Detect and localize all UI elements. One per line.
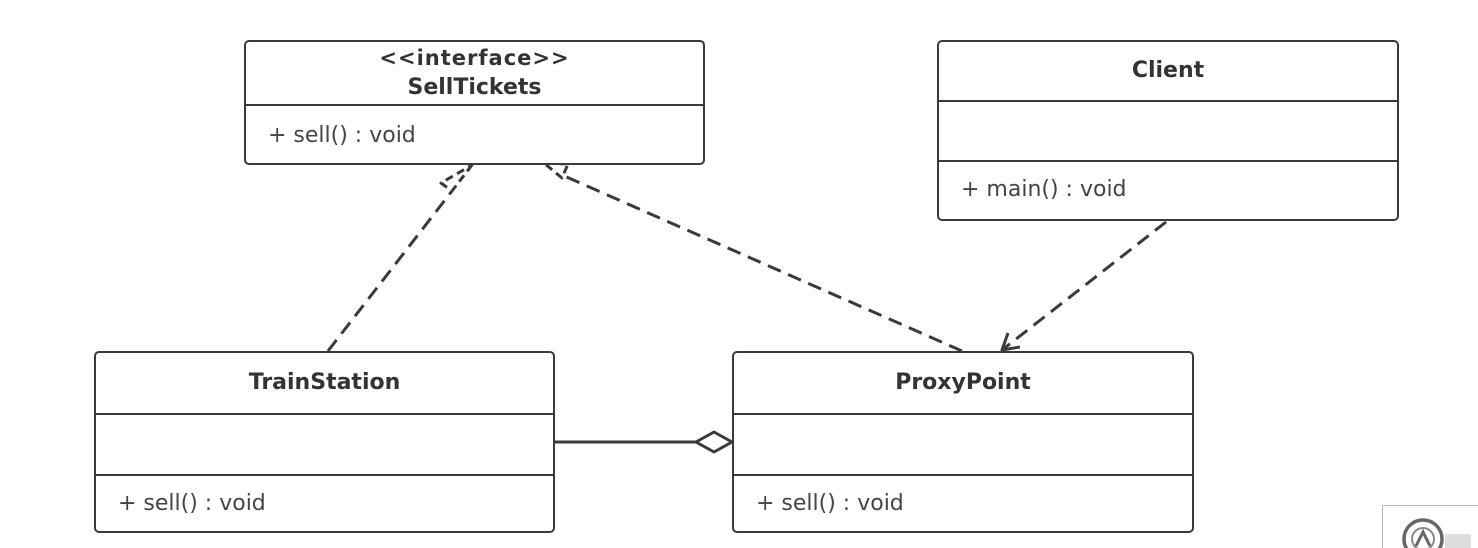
class-selltickets-name-compartment: <<interface>> SellTickets: [246, 42, 703, 106]
class-selltickets[interactable]: <<interface>> SellTickets + sell() : voi…: [244, 40, 705, 165]
class-selltickets-methods-compartment: + sell() : void: [246, 106, 703, 163]
class-name-trainstation: TrainStation: [248, 370, 401, 395]
realization-line-trainstation: [326, 190, 454, 352]
method-sell: + sell() : void: [756, 491, 904, 516]
class-trainstation-name-compartment: TrainStation: [96, 353, 553, 415]
class-client[interactable]: Client + main() : void: [937, 40, 1399, 221]
class-name-client: Client: [1131, 58, 1205, 83]
method-sell: + sell() : void: [118, 491, 266, 516]
class-name-selltickets: SellTickets: [407, 75, 542, 100]
class-client-methods-compartment: + main() : void: [939, 162, 1397, 218]
watermark: [1382, 505, 1478, 548]
dependency-arrowhead-client: [1000, 332, 1021, 352]
method-sell: + sell() : void: [268, 123, 416, 148]
class-name-proxypoint: ProxyPoint: [895, 370, 1031, 395]
realization-line-proxypoint: [561, 173, 963, 353]
logo-watermark-icon: [1402, 518, 1471, 548]
dependency-line-client: [1001, 220, 1167, 352]
class-client-name-compartment: Client: [939, 42, 1397, 102]
class-client-attributes-compartment: [939, 102, 1397, 162]
method-main: + main() : void: [961, 177, 1127, 202]
realization-arrowhead-proxypoint: [542, 161, 570, 180]
class-proxypoint-name-compartment: ProxyPoint: [734, 353, 1192, 415]
class-trainstation-methods-compartment: + sell() : void: [96, 476, 553, 530]
interface-stereotype: <<interface>>: [379, 46, 570, 70]
class-trainstation-attributes-compartment: [96, 415, 553, 476]
class-proxypoint-methods-compartment: + sell() : void: [734, 476, 1192, 530]
class-proxypoint-attributes-compartment: [734, 415, 1192, 476]
aggregation-diamond: [694, 430, 734, 454]
class-trainstation[interactable]: TrainStation + sell() : void: [94, 351, 555, 533]
realization-arrowhead-trainstation: [439, 163, 474, 193]
class-proxypoint[interactable]: ProxyPoint + sell() : void: [732, 351, 1194, 533]
